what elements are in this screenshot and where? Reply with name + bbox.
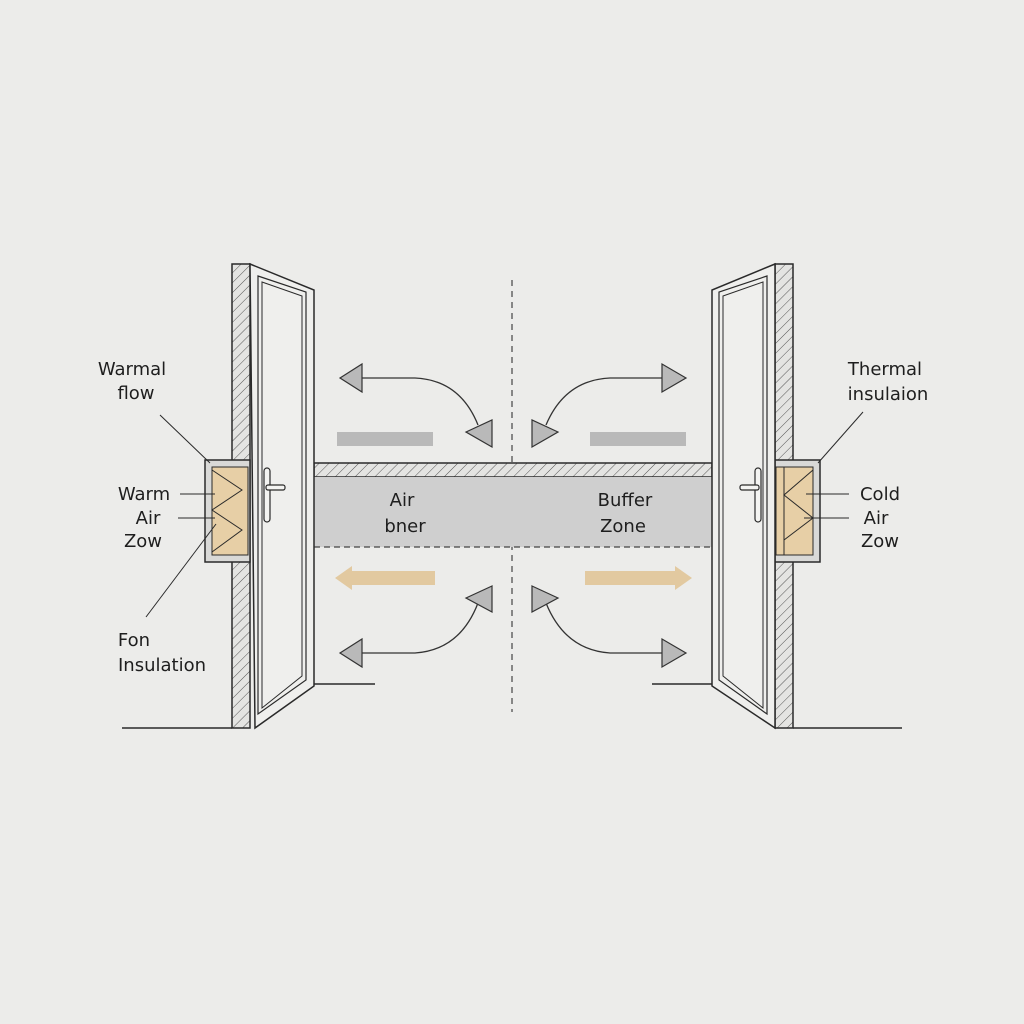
arrowhead-icon xyxy=(338,362,363,394)
left-door xyxy=(249,262,315,730)
buffer-zone xyxy=(313,462,713,548)
arrowhead-icon xyxy=(661,637,688,669)
air-flow-curves xyxy=(360,377,664,654)
label-insulaion: insulaion xyxy=(848,384,929,405)
label-center-air: Air xyxy=(390,490,415,511)
label-center-bner: bner xyxy=(384,516,426,537)
label-zow-left: Zow xyxy=(124,531,162,552)
arrowhead-icon xyxy=(464,585,493,614)
label-cold: Cold xyxy=(860,484,900,505)
label-fon: Fon xyxy=(118,630,150,651)
left-wall xyxy=(204,263,251,729)
floor-lines xyxy=(122,683,902,729)
warm-flow-arrow-left xyxy=(335,566,435,590)
leader-lines xyxy=(145,411,864,618)
label-warmal: Warmal xyxy=(98,359,166,380)
label-air-right: Air xyxy=(864,508,889,529)
right-door xyxy=(711,262,776,730)
arrowheads xyxy=(338,362,688,669)
door-handle-left[interactable] xyxy=(263,467,286,523)
gray-bar-right xyxy=(590,432,686,446)
label-air-left: Air xyxy=(136,508,161,529)
door-handle-right[interactable] xyxy=(739,467,762,523)
arrowhead-icon xyxy=(338,637,363,669)
arrowhead-icon xyxy=(464,419,493,449)
label-zow-right: Zow xyxy=(861,531,899,552)
label-warm: Warm xyxy=(118,484,170,505)
label-buffer: Buffer xyxy=(598,490,653,511)
arrowhead-icon xyxy=(531,585,560,614)
warm-flow-arrow-right xyxy=(585,566,692,590)
label-flow: flow xyxy=(117,383,154,404)
gray-bar-left xyxy=(337,432,433,446)
label-thermal: Thermal xyxy=(847,359,922,380)
label-zone: Zone xyxy=(600,516,646,537)
right-wall xyxy=(774,263,821,729)
arrowhead-icon xyxy=(531,419,560,449)
label-insulation: Insulation xyxy=(118,655,206,676)
arrowhead-icon xyxy=(661,362,688,394)
